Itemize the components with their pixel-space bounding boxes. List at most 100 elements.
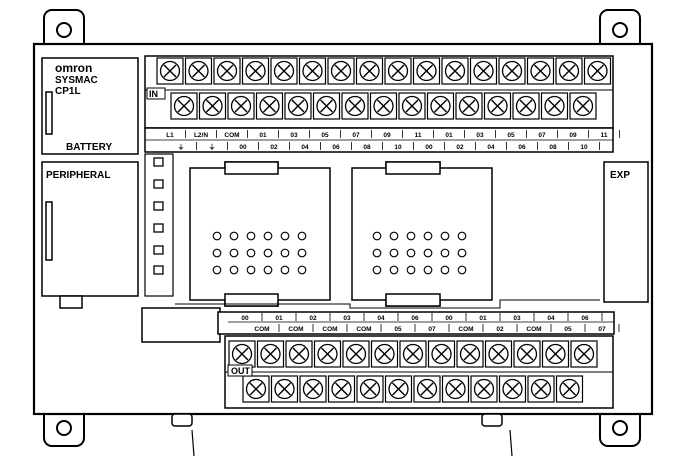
output-lower-label: 07 [598,326,606,333]
terminal-screw-icon [570,340,598,368]
in-tag-box [146,87,166,100]
terminal-screw-icon [399,340,427,368]
terminal-screw-icon [527,375,555,403]
exp-label: EXP [610,170,630,181]
output-upper-label: 00 [445,315,453,322]
pin-hole-icon [372,248,382,258]
brand-sysmac: SYSMAC [55,75,98,86]
terminal-screw-icon [170,92,198,120]
pin-hole-icon [280,265,290,275]
din-hook-icon [481,413,503,427]
led-indicator [153,201,164,211]
terminal-screw-icon [227,92,255,120]
usb-connector [59,295,83,309]
terminal-screw-icon [455,92,483,120]
input-upper-label: 11 [415,132,422,139]
terminal-screw-icon [398,92,426,120]
output-upper-label: 03 [343,315,351,322]
input-upper-label: 11 [601,132,608,139]
pin-hole-icon [423,265,433,275]
din-rail-edge [191,429,195,456]
pin-hole-icon [423,231,433,241]
input-upper-label: 03 [476,132,484,139]
terminal-screw-icon [555,57,583,85]
mounting-holes [56,22,628,436]
option-slot-2-pin-holes [372,231,467,275]
output-upper-label: 04 [547,315,555,322]
pin-hole-icon [457,231,467,241]
output-lower-label: 07 [428,326,436,333]
terminal-screw-icon [441,375,470,403]
terminal-screw-icon [583,57,612,85]
terminal-screw-icon [426,92,455,120]
output-upper-label: 06 [411,315,419,322]
input-lower-label: 06 [332,144,340,151]
terminal-screw-icon [413,375,441,403]
input-lower-label: 02 [456,144,464,151]
terminal-screw-icon [299,375,327,403]
pin-hole-icon [280,231,290,241]
input-lower-label: 08 [549,144,557,151]
terminal-screw-icon [498,57,526,85]
pin-hole-icon [440,231,450,241]
input-upper-label: 07 [538,132,546,139]
terminal-screw-icon [270,375,299,403]
pin-hole-icon [212,248,222,258]
out-tag: OUT [231,366,251,376]
option-slot-frame [351,161,493,307]
pin-hole-icon [457,265,467,275]
output-lower-label: COM [458,326,473,333]
pin-hole-icon [440,248,450,258]
input-screws-lower [170,92,597,120]
pin-hole-icon [263,231,273,241]
input-screws-upper [156,57,612,85]
option-board-slot-2 [351,161,493,307]
output-lower-label: COM [356,326,371,333]
terminal-screw-icon [469,57,498,85]
pin-hole-icon [212,231,222,241]
din-rail-lines [191,429,513,456]
din-hook-icon [171,413,193,427]
input-lower-label: 08 [363,144,371,151]
terminal-screw-icon [569,92,597,120]
input-lower-label: 04 [487,144,495,151]
terminal-screw-icon [284,92,312,120]
output-terminal-block: OUT [224,335,614,409]
terminal-screw-icon [241,57,270,85]
terminal-screw-icon [483,92,512,120]
terminal-screw-icon [470,375,498,403]
pin-hole-icon [389,265,399,275]
output-screws-upper [228,340,598,368]
input-upper-label: L1 [166,132,174,139]
terminal-screw-icon [456,340,484,368]
input-upper-label: 01 [445,132,453,139]
terminal-screw-icon [541,340,570,368]
terminal-screw-icon [369,92,398,120]
pin-hole-icon [263,248,273,258]
pin-hole-icon [297,231,307,241]
peripheral-panel [41,161,139,297]
terminal-screw-icon [213,57,241,85]
pin-hole-icon [406,248,416,258]
terminal-screw-icon [242,375,270,403]
input-upper-label: COM [224,132,239,139]
input-upper-label: 09 [569,132,577,139]
pin-hole-icon [280,248,290,258]
brand-model: CP1L [55,86,81,97]
led-indicator [153,223,164,233]
pin-hole-icon [229,231,239,241]
pin-hole-icon [246,265,256,275]
option-board-slot-1 [189,161,331,307]
mounting-hole-icon [56,22,72,38]
battery-cover [141,307,221,343]
pin-hole-icon [229,248,239,258]
output-lower-label: COM [288,326,303,333]
pin-hole-icon [389,231,399,241]
left-panel [41,57,139,309]
input-upper-label: 01 [259,132,267,139]
terminal-screw-icon [370,340,399,368]
terminal-screw-icon [512,92,540,120]
terminal-screw-icon [384,57,412,85]
